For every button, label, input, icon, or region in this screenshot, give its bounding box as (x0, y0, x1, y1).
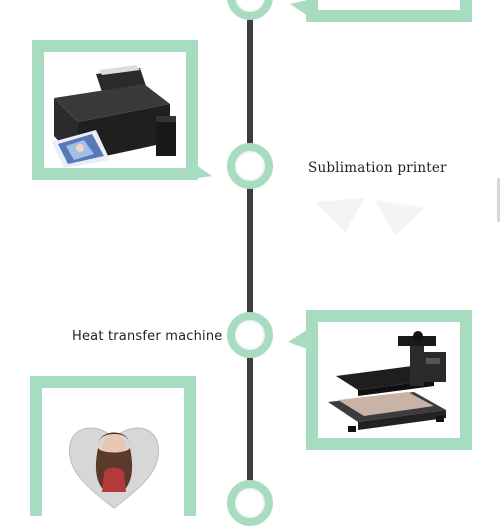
timeline-node-heat-press (227, 312, 273, 358)
faint-shape (315, 198, 425, 236)
printer-label: Sublimation printer (308, 160, 447, 176)
timeline-line (247, 0, 253, 500)
printer-card (32, 40, 198, 180)
timeline-node-top (227, 0, 273, 20)
heart-photo-image (68, 427, 160, 509)
heat-press-card-pointer (288, 328, 310, 350)
printer-card-pointer (186, 158, 212, 180)
printer-image (52, 65, 176, 168)
heat-press-card (306, 310, 472, 450)
heart-photo-card (30, 376, 196, 516)
timeline-node-bottom (227, 480, 273, 526)
heat-press-label: Heat transfer machine (72, 329, 223, 344)
top-card (306, 0, 472, 22)
heat-press-image (328, 331, 446, 432)
timeline-node-printer (227, 143, 273, 189)
scrollbar-indicator[interactable] (497, 178, 500, 222)
top-card-pointer (290, 0, 308, 16)
